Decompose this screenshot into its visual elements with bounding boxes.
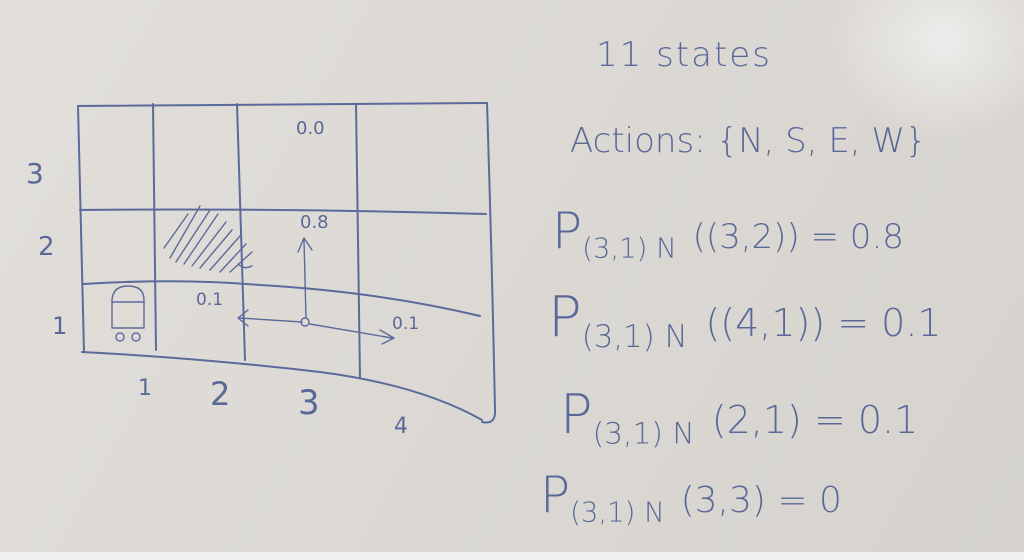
- grid-vline-1: [152, 103, 157, 351]
- robot-icon: [111, 285, 145, 342]
- grid-bottom-curve: [81, 351, 483, 421]
- grid-hline-1: [79, 208, 487, 215]
- p1-subscript: (3,1) N: [582, 232, 677, 265]
- grid-vline-3: [355, 103, 361, 379]
- obstacle-hatch: [163, 205, 253, 273]
- p1-expression: ((3,2)) = 0.8: [692, 217, 904, 257]
- cell-value-4-1: 0.1: [392, 314, 420, 334]
- grid-hline-2: [83, 280, 481, 317]
- light-glare: [824, 0, 1024, 140]
- row-label-2: 2: [38, 232, 55, 262]
- transition-arrows: [237, 237, 395, 345]
- probability-line-3: P(3,1) N (2,1) = 0.1: [560, 388, 918, 449]
- bottom-edge: [0, 552, 1024, 560]
- cell-value-2-1: 0.1: [196, 290, 224, 310]
- col-label-2: 2: [210, 375, 231, 413]
- grid-vline-2: [236, 103, 246, 361]
- p2-subscript: (3,1) N: [581, 318, 688, 355]
- p2-expression: ((4,1)) = 0.1: [705, 301, 942, 345]
- grid-right-edge: [481, 102, 497, 424]
- states-count: 11 states: [596, 35, 772, 75]
- p3-expression: (2,1) = 0.1: [711, 398, 919, 442]
- col-label-4: 4: [394, 414, 408, 439]
- row-label-1: 1: [52, 312, 68, 340]
- col-label-1: 1: [138, 376, 152, 401]
- p-symbol-3: P: [560, 383, 593, 446]
- p-symbol-4: P: [540, 466, 571, 524]
- grid-top-edge: [77, 102, 488, 107]
- probability-line-4: P(3,1) N (3,3) = 0: [540, 470, 842, 527]
- probability-line-1: P(3,1) N ((3,2)) = 0.8: [552, 206, 904, 263]
- p3-subscript: (3,1) N: [592, 416, 695, 452]
- row-label-3: 3: [26, 157, 44, 190]
- grid-left-edge: [77, 105, 85, 353]
- probability-line-2: P(3,1) N ((4,1)) = 0.1: [548, 290, 942, 353]
- p4-expression: (3,3) = 0: [680, 480, 842, 521]
- p-symbol-2: P: [548, 285, 582, 350]
- cell-value-3-2: 0.8: [300, 212, 329, 233]
- actions-set: Actions: {N, S, E, W}: [570, 121, 927, 161]
- p4-subscript: (3,1) N: [570, 496, 665, 529]
- col-label-3: 3: [298, 383, 320, 423]
- p-symbol-1: P: [552, 202, 583, 260]
- cell-value-3-3: 0.0: [296, 118, 325, 139]
